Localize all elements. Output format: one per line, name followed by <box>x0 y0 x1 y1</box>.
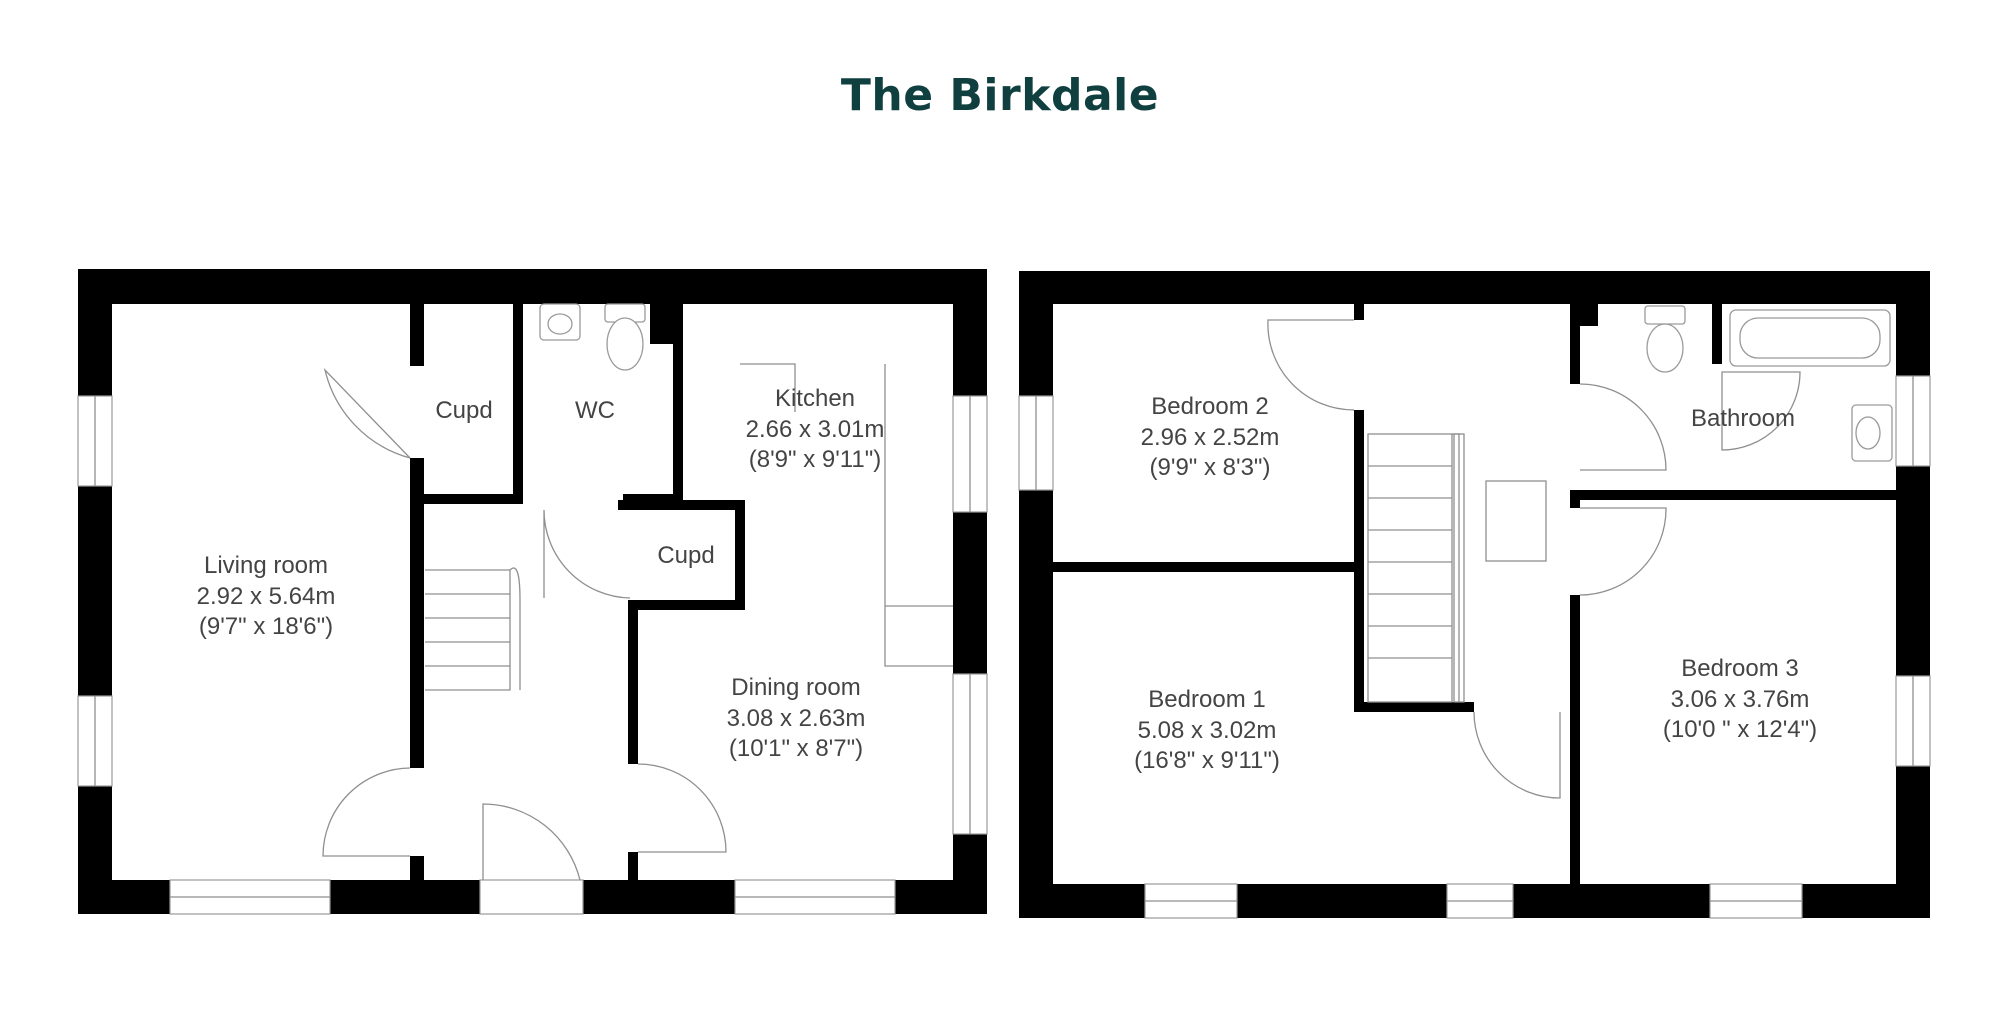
wc-toilet <box>604 303 646 371</box>
page-title: The Birkdale <box>840 70 1160 121</box>
room-label-dining-room: Dining room <box>731 674 860 701</box>
room-dims-living-room: 2.92 x 5.64m <box>197 583 336 610</box>
front-door-threshold <box>479 879 584 915</box>
gf-wall-living-hall <box>410 304 424 366</box>
room-dims-imperial-kitchen: (8'9" x 9'11") <box>749 446 881 473</box>
gf-wall-hall-dining <box>628 852 638 880</box>
kitchen-worktop <box>884 364 953 667</box>
room-dims-imperial-bedroom-2: (9'9" x 8'3") <box>1150 454 1271 481</box>
gf-wall-cupd2 <box>628 600 745 610</box>
door-swing <box>1579 507 1667 596</box>
room-dims-imperial-dining-room: (10'1" x 8'7") <box>729 735 863 762</box>
ff-wall-bath-stub <box>1580 304 1598 326</box>
gf-wall-cupd2 <box>618 500 745 510</box>
ff-wall-landing-bottom <box>1354 702 1474 712</box>
gf-wall-cupd-bottom <box>410 494 523 504</box>
door-swing <box>322 767 411 857</box>
front-door-swing <box>482 803 581 881</box>
room-dims-bedroom-2: 2.96 x 2.52m <box>1141 424 1280 451</box>
ff-wall-landing-bed3 <box>1570 595 1580 705</box>
room-dims-dining-room: 3.08 x 2.63m <box>727 705 866 732</box>
ff-left-wall <box>1019 271 1053 918</box>
gf-wall-cupd2 <box>735 500 745 608</box>
landing-cupboard-hatch <box>1485 480 1547 562</box>
gf-wall-cupd-wc <box>513 304 523 500</box>
ground-floor: Living room 2.92 x 5.64m (9'7" x 18'6") … <box>77 269 988 915</box>
room-label-bathroom: Bathroom <box>1691 405 1795 432</box>
ff-wall-bed2-landing <box>1354 304 1364 320</box>
ff-right-wall <box>1896 271 1930 918</box>
door-swing <box>323 367 411 459</box>
room-label-living-room: Living room <box>204 552 328 579</box>
room-dims-imperial-bedroom-3: (10'0 " x 12'4") <box>1663 716 1817 743</box>
ff-stairs <box>1367 433 1465 703</box>
ff-top-wall <box>1019 271 1930 304</box>
room-label-bedroom-2: Bedroom 2 <box>1151 393 1268 420</box>
ff-wall-bath-inner <box>1712 304 1722 364</box>
first-floor: Bedroom 2 2.96 x 2.52m (9'9" x 8'3") Bat… <box>1018 271 1931 919</box>
ff-wall-landing-bed3 <box>1570 490 1580 508</box>
door-swing <box>1721 371 1801 451</box>
room-label-cupd: Cupd <box>657 542 714 569</box>
door-swing <box>1473 711 1561 799</box>
gf-wall-wc-stub <box>650 304 673 344</box>
gf-left-wall <box>78 269 112 914</box>
ff-wall-bed2-bed1 <box>1053 562 1364 572</box>
gf-top-wall <box>78 269 987 304</box>
bathroom-basin <box>1851 404 1893 462</box>
bathroom-toilet <box>1644 305 1686 373</box>
ff-wall-landing-bed3 <box>1570 705 1580 884</box>
room-label-kitchen: Kitchen <box>775 385 855 412</box>
room-dims-kitchen: 2.66 x 3.01m <box>746 416 885 443</box>
gf-wall-hall-dining <box>628 600 638 764</box>
room-label-wc: WC <box>575 397 615 424</box>
door-swing <box>543 509 631 599</box>
bath-tub <box>1729 309 1891 367</box>
room-label-bedroom-3: Bedroom 3 <box>1681 655 1798 682</box>
ff-wall-landing-bath <box>1570 304 1580 384</box>
room-dims-imperial-living-room: (9'7" x 18'6") <box>199 613 333 640</box>
room-dims-bedroom-3: 3.06 x 3.76m <box>1671 686 1810 713</box>
kitchen-worktop <box>740 363 796 412</box>
gf-wall-wc-bottom <box>623 494 683 504</box>
door-swing <box>1579 383 1667 471</box>
ff-wall-bath-bed3 <box>1580 490 1896 500</box>
ff-wall-bed2-landing <box>1354 410 1364 712</box>
door-swing <box>637 763 727 853</box>
room-dims-bedroom-1: 5.08 x 3.02m <box>1138 717 1277 744</box>
room-dims-imperial-bedroom-1: (16'8" x 9'11") <box>1134 747 1280 774</box>
gf-wall-living-hall <box>410 856 424 880</box>
room-label-cupd: Cupd <box>435 397 492 424</box>
gf-wall-wc-kitchen <box>673 304 683 500</box>
gf-wall-living-hall <box>410 458 424 768</box>
door-swing <box>1267 319 1355 411</box>
wc-basin <box>539 303 581 341</box>
gf-stairs <box>425 567 521 691</box>
room-label-bedroom-1: Bedroom 1 <box>1148 686 1265 713</box>
